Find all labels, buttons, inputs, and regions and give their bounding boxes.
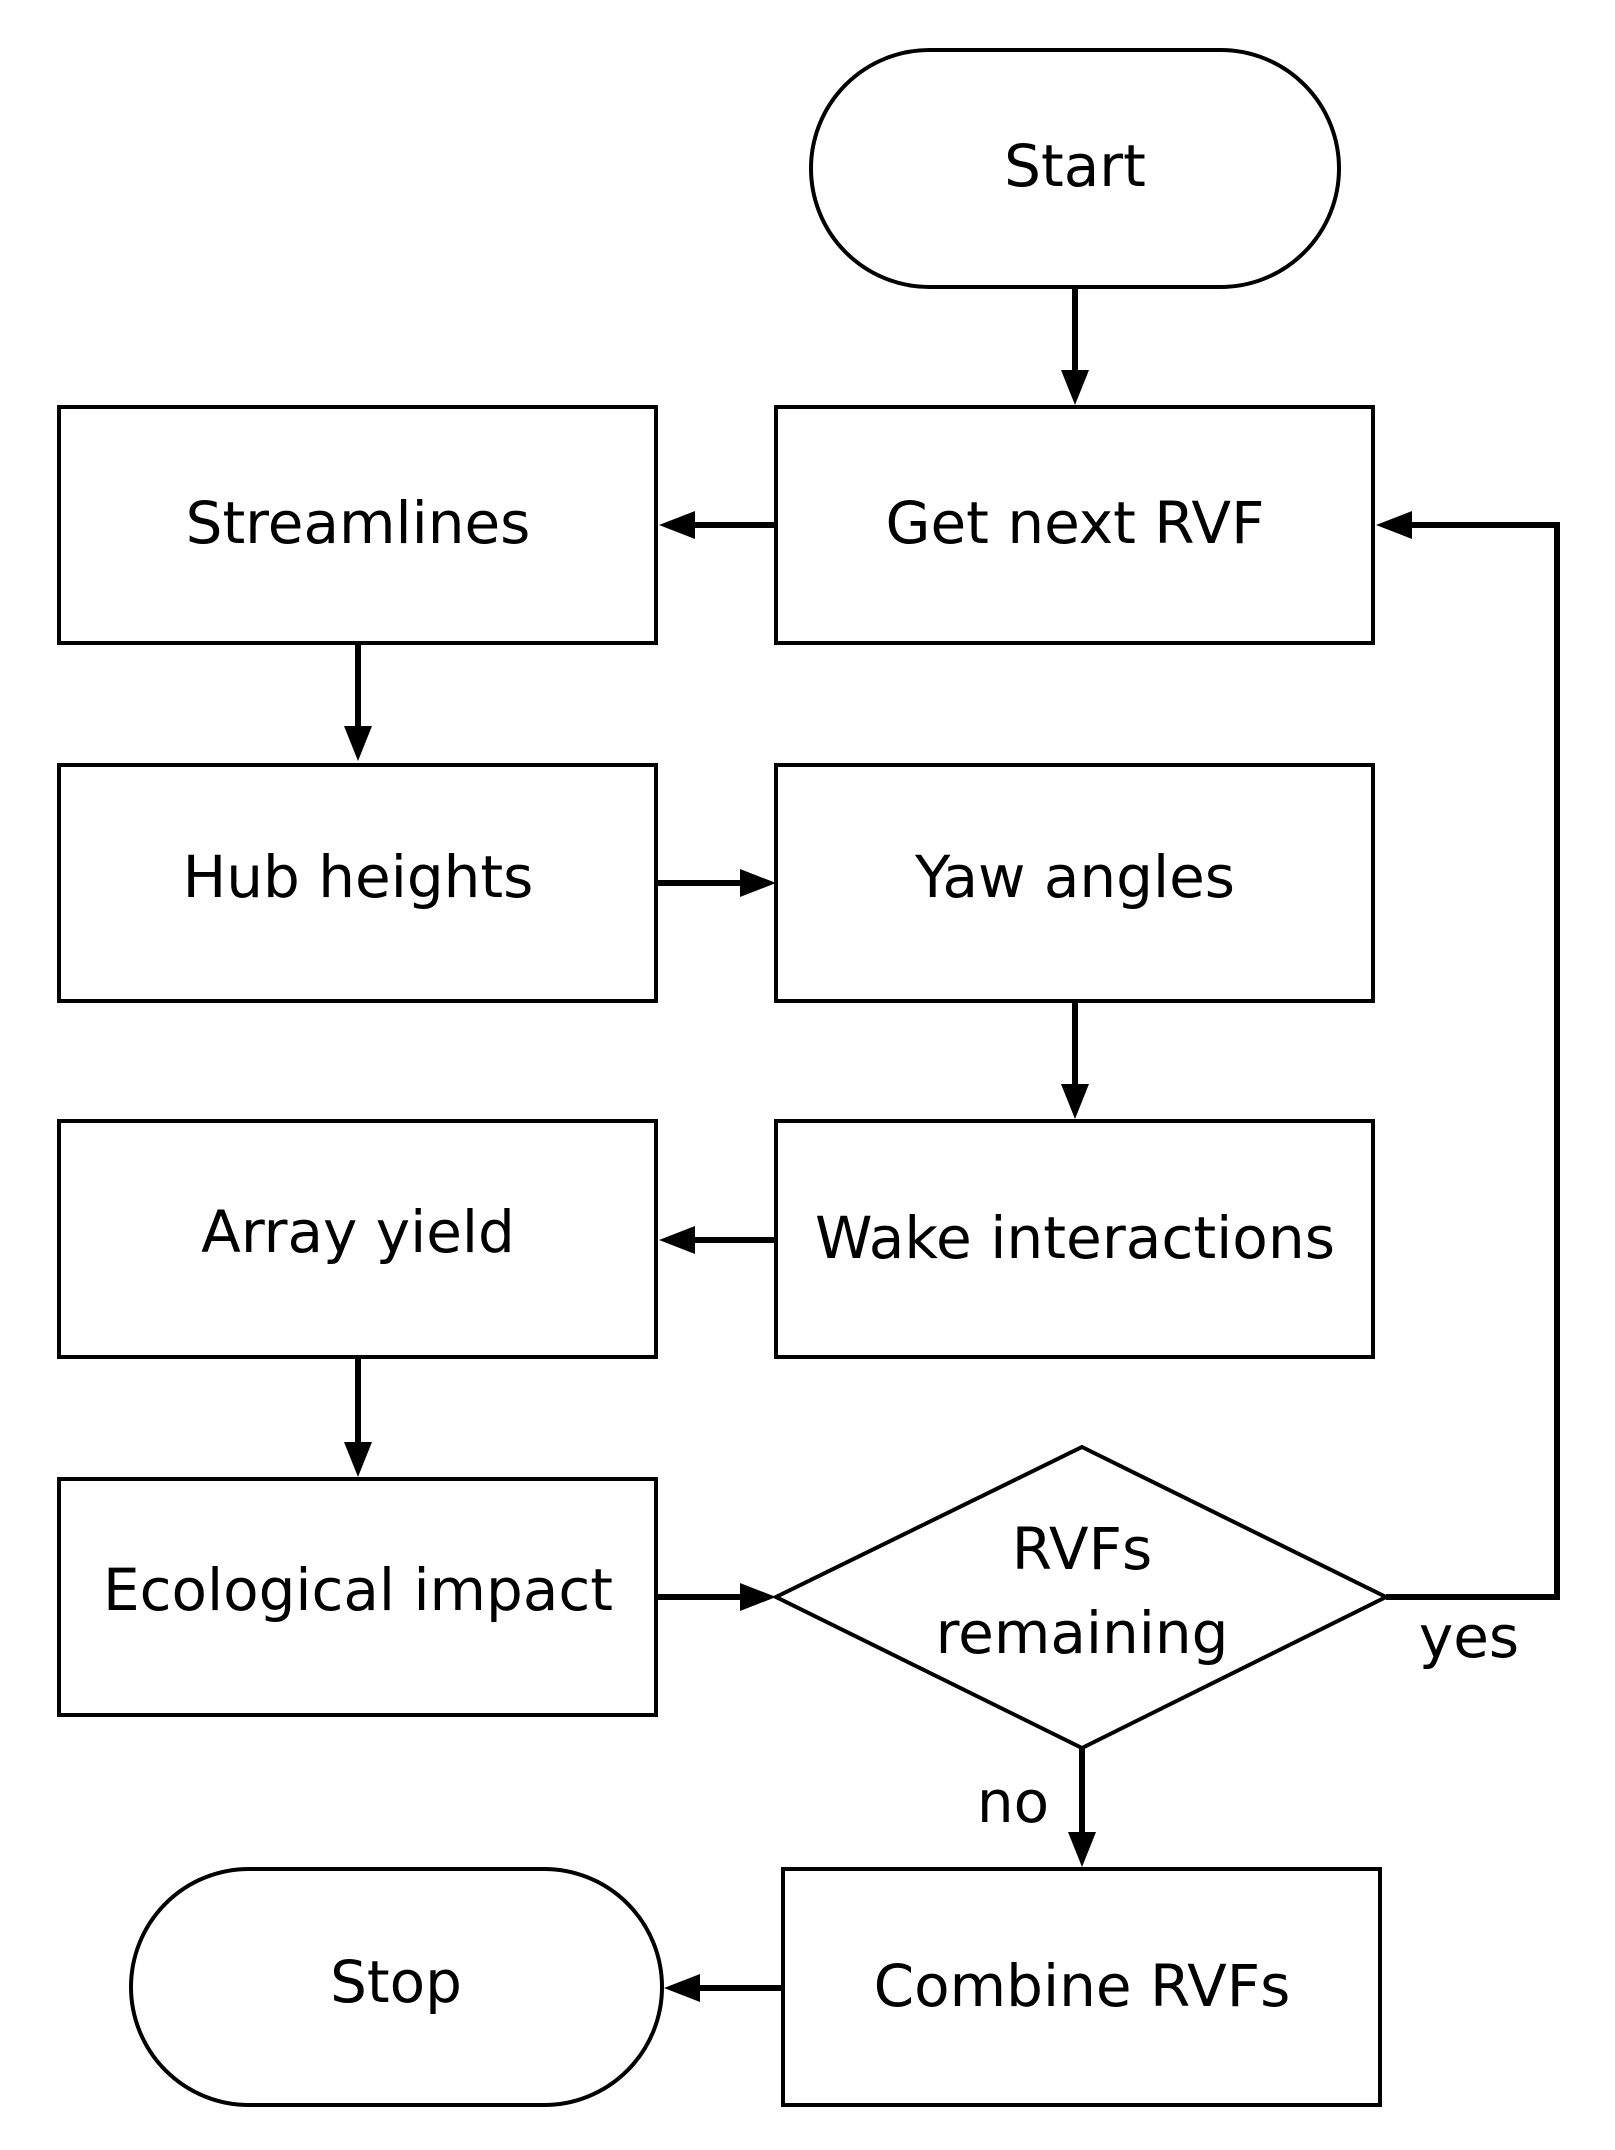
nodes: Start Get next RVF Streamlines Hub heigh… <box>57 48 1391 2107</box>
start-terminator-shape <box>809 48 1341 289</box>
start-label: Start <box>1004 132 1146 200</box>
edge-rvfs-remaining-no <box>1068 1748 1096 1867</box>
wake-interactions-label: Wake interactions <box>815 1204 1335 1272</box>
edge-array-yield-to-ecological-impact <box>344 1357 372 1477</box>
node-array-yield: Array yield <box>57 1119 658 1359</box>
yaw-angles-box <box>774 763 1375 1003</box>
get-next-rvf-box <box>774 405 1375 645</box>
streamlines-box <box>57 405 658 645</box>
edge-start-to-get-next-rvf <box>1061 287 1089 405</box>
ecological-impact-box <box>57 1477 658 1717</box>
edge-hub-heights-to-yaw-angles <box>656 869 776 897</box>
node-rvfs-remaining: RVFs remaining <box>771 1444 1391 1751</box>
array-yield-box <box>57 1119 658 1359</box>
node-wake-interactions: Wake interactions <box>774 1119 1375 1359</box>
ecological-impact-label: Ecological impact <box>103 1556 613 1624</box>
node-get-next-rvf: Get next RVF <box>774 405 1375 645</box>
combine-rvfs-box <box>781 1867 1382 2107</box>
rvfs-remaining-label-line1: RVFs <box>1012 1515 1152 1583</box>
combine-rvfs-label: Combine RVFs <box>874 1952 1291 2020</box>
hub-heights-label: Hub heights <box>183 843 534 911</box>
streamlines-label: Streamlines <box>186 489 531 557</box>
rvfs-remaining-diamond <box>771 1444 1391 1751</box>
yes-label: yes <box>1419 1603 1519 1671</box>
node-start: Start <box>809 48 1341 289</box>
no-label: no <box>977 1768 1049 1836</box>
edge-labels: yes no <box>977 1603 1519 1836</box>
node-combine-rvfs: Combine RVFs <box>781 1867 1382 2107</box>
node-stop: Stop <box>129 1867 664 2107</box>
edge-wake-interactions-to-array-yield <box>659 1226 776 1254</box>
node-yaw-angles: Yaw angles <box>774 763 1375 1003</box>
node-ecological-impact: Ecological impact <box>57 1477 658 1717</box>
array-yield-label: Array yield <box>201 1198 515 1266</box>
node-streamlines: Streamlines <box>57 405 658 645</box>
stop-terminator-shape <box>129 1867 664 2107</box>
edge-yaw-angles-to-wake-interactions <box>1061 1001 1089 1119</box>
edges <box>344 287 1560 2002</box>
edge-rvfs-remaining-yes-loop <box>1376 511 1560 1600</box>
edge-combine-rvfs-to-stop <box>664 1974 783 2002</box>
rvfs-remaining-label-line2: remaining <box>936 1599 1229 1667</box>
edge-streamlines-to-hub-heights <box>344 643 372 761</box>
hub-heights-box <box>57 763 658 1003</box>
edge-ecological-impact-to-rvfs-remaining <box>656 1583 776 1611</box>
wake-interactions-box <box>774 1119 1375 1359</box>
stop-label: Stop <box>330 1948 462 2016</box>
yaw-angles-label: Yaw angles <box>914 843 1235 911</box>
edge-get-next-rvf-to-streamlines <box>659 511 776 539</box>
get-next-rvf-label: Get next RVF <box>886 489 1265 557</box>
node-hub-heights: Hub heights <box>57 763 658 1003</box>
